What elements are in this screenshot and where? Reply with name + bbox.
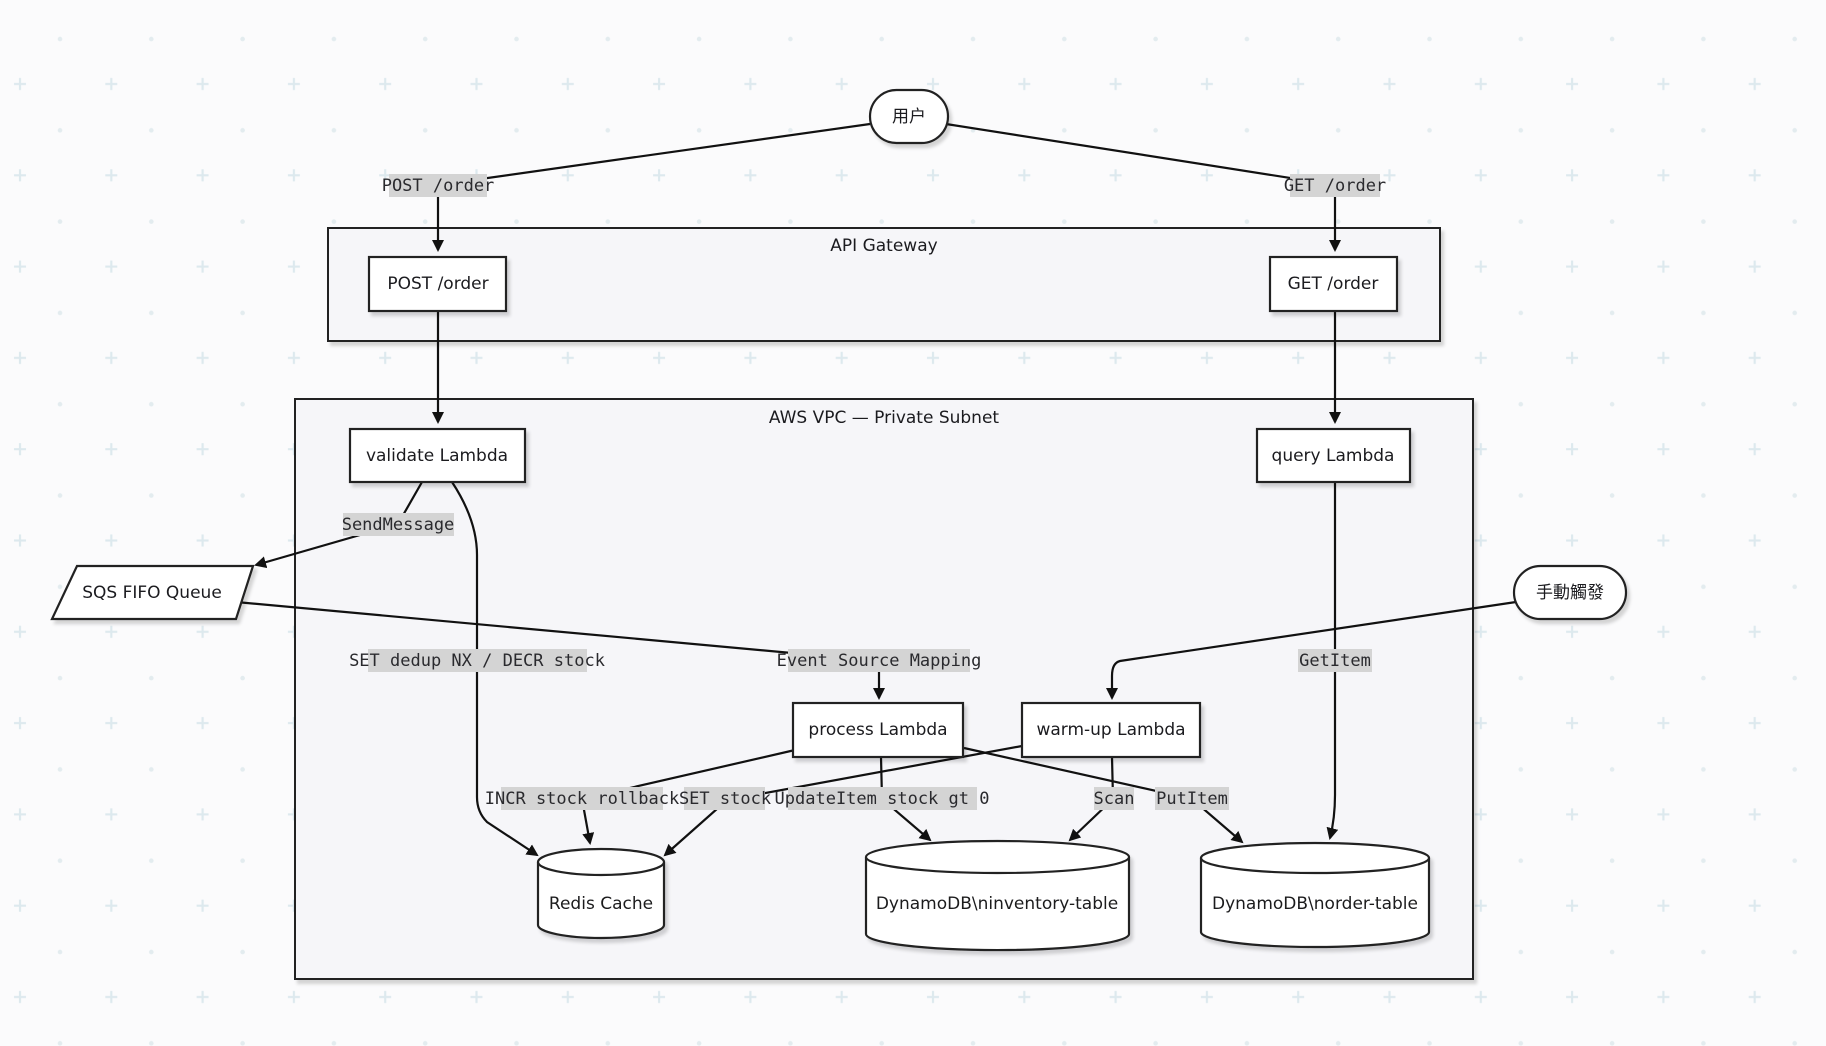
svg-text:Scan: Scan <box>1094 789 1135 809</box>
get-order-endpoint[interactable]: GET /order <box>1268 255 1399 313</box>
edge-label-user-post: POST /order <box>382 174 495 197</box>
api-gateway-group: API Gateway <box>327 227 1441 342</box>
svg-text:SendMessage: SendMessage <box>342 515 455 535</box>
api-gateway-title: API Gateway <box>830 236 937 256</box>
order-table-node[interactable]: DynamoDB\norder-table <box>1199 841 1431 949</box>
svg-text:query Lambda: query Lambda <box>1272 446 1395 466</box>
svg-text:用户: 用户 <box>892 107 926 127</box>
user-node[interactable]: 用户 <box>868 88 950 145</box>
svg-text:手動觸發: 手動觸發 <box>1536 583 1604 603</box>
redis-cache-node[interactable]: Redis Cache <box>536 847 666 940</box>
edge-label-user-get: GET /order <box>1284 174 1386 197</box>
svg-text:SET dedup NX / DECR stock: SET dedup NX / DECR stock <box>349 651 605 671</box>
manual-trigger-node[interactable]: 手動觸發 <box>1512 564 1628 621</box>
edge-label-send-message: SendMessage <box>342 513 455 536</box>
edge-labels: POST /order GET /order SendMessage SET d… <box>342 174 1386 810</box>
svg-text:PutItem: PutItem <box>1156 789 1228 809</box>
svg-text:warm-up Lambda: warm-up Lambda <box>1036 720 1185 740</box>
svg-text:GetItem: GetItem <box>1299 651 1371 671</box>
edge-label-scan: Scan <box>1094 787 1135 810</box>
svg-text:validate Lambda: validate Lambda <box>366 446 508 466</box>
edge-label-update-item: UpdateItem stock gt 0 <box>775 787 990 810</box>
edge-label-incr-rollback: INCR stock rollback <box>485 787 679 810</box>
svg-text:SQS FIFO Queue: SQS FIFO Queue <box>82 583 222 603</box>
edge-label-event-source: Event Source Mapping <box>777 649 982 672</box>
query-lambda-node[interactable]: query Lambda <box>1255 427 1412 484</box>
inventory-table-node[interactable]: DynamoDB\ninventory-table <box>864 839 1131 952</box>
edge-label-set-dedup: SET dedup NX / DECR stock <box>349 649 605 672</box>
validate-lambda-node[interactable]: validate Lambda <box>348 427 527 484</box>
svg-text:process Lambda: process Lambda <box>808 720 947 740</box>
edge-label-put-item: PutItem <box>1155 787 1229 810</box>
svg-text:UpdateItem stock gt 0: UpdateItem stock gt 0 <box>775 789 990 809</box>
sqs-queue-node[interactable]: SQS FIFO Queue <box>50 564 255 621</box>
warmup-lambda-node[interactable]: warm-up Lambda <box>1020 701 1202 759</box>
svg-text:DynamoDB\norder-table: DynamoDB\norder-table <box>1212 894 1418 914</box>
svg-text:POST /order: POST /order <box>387 274 488 294</box>
edge-validate-redis <box>451 481 539 857</box>
svg-text:Redis Cache: Redis Cache <box>549 894 653 914</box>
edge-manual-warmup <box>1106 600 1517 700</box>
svg-text:GET /order: GET /order <box>1284 176 1386 196</box>
svg-text:SET stock: SET stock <box>679 789 771 809</box>
svg-text:POST /order: POST /order <box>382 176 495 196</box>
edge-label-get-item: GetItem <box>1298 649 1372 672</box>
edge-label-set-stock: SET stock <box>679 787 771 810</box>
svg-text:Event Source Mapping: Event Source Mapping <box>777 651 982 671</box>
nodes: 用户 手動觸發 POST /order GET /order validate … <box>50 88 1628 952</box>
process-lambda-node[interactable]: process Lambda <box>791 701 965 759</box>
svg-text:GET /order: GET /order <box>1288 274 1379 294</box>
svg-text:DynamoDB\ninventory-table: DynamoDB\ninventory-table <box>876 894 1118 914</box>
edge-query-orders <box>1326 482 1339 840</box>
svg-text:INCR stock rollback: INCR stock rollback <box>485 789 679 809</box>
post-order-endpoint[interactable]: POST /order <box>367 255 508 313</box>
vpc-title: AWS VPC — Private Subnet <box>769 408 1000 428</box>
